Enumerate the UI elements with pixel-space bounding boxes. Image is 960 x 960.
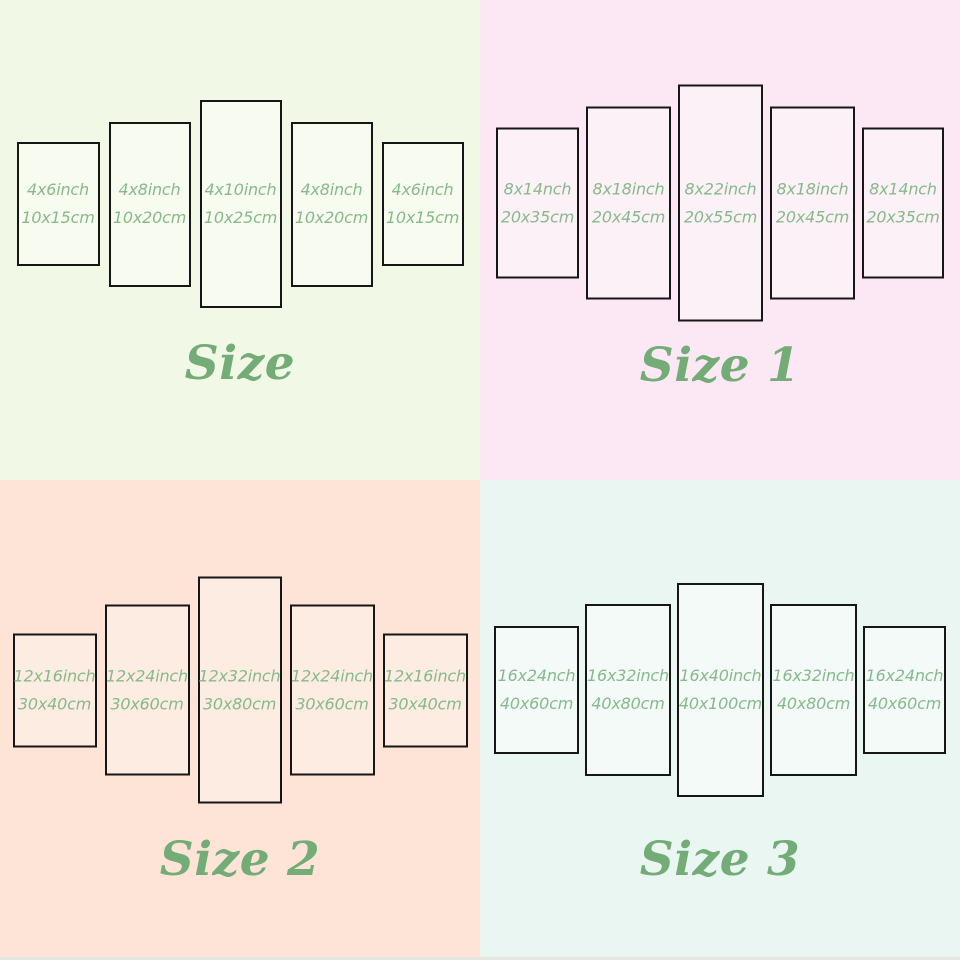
- panel-size-label: 8x14nch 20x35cm: [866, 175, 939, 230]
- quadrant-size-2: 12x16inch 30x40cm 12x24inch 30x60cm 12x32inc…: [0, 480, 480, 960]
- quadrant-title: Size 3: [639, 832, 801, 887]
- panel-row: 4x6inch 10x15cm 4x8inch 10x20cm 4x10inch 10x2…: [0, 100, 480, 308]
- panel-size-inch: 8x14nch: [869, 179, 937, 199]
- panel-size-inch: 16x24nch: [497, 666, 576, 686]
- quadrant-size-3: 16x24nch 40x60cm 16x32inch 40x80cm 16x40inch…: [480, 480, 960, 960]
- quadrant-title: Size: [184, 336, 296, 391]
- panel-size-cm: 20x45cm: [591, 207, 666, 226]
- canvas-panel: 12x24inch 30x60cm: [289, 604, 375, 776]
- panel-size-cm: 10x25cm: [203, 208, 278, 227]
- panel-size-label: 8x14nch 20x35cm: [501, 175, 574, 230]
- panel-size-inch: 12x16inch: [384, 666, 466, 686]
- panel-size-inch: 16x32inch: [772, 666, 855, 686]
- panel-size-inch: 4x6inch: [391, 180, 454, 200]
- canvas-panel: 16x24nch 40x60cm: [863, 626, 946, 754]
- panel-size-label: 8x22inch 20x55cm: [684, 175, 757, 230]
- panel-size-cm: 40x60cm: [499, 694, 574, 713]
- panel-size-inch: 12x32inch: [198, 666, 281, 686]
- panel-size-label: 8x18inch 20x45cm: [592, 175, 665, 230]
- panel-size-inch: 4x8inch: [300, 180, 363, 200]
- panel-size-cm: 20x55cm: [683, 207, 758, 226]
- panel-size-inch: 12x24inch: [291, 666, 373, 686]
- panel-row: 8x14nch 20x35cm 8x18inch 20x45cm 8x22inch 20x…: [480, 84, 960, 322]
- canvas-panel: 16x32inch 40x80cm: [770, 604, 857, 776]
- canvas-panel: 8x14nch 20x35cm: [496, 127, 579, 279]
- panel-size-inch: 8x18inch: [776, 179, 849, 199]
- panel-size-cm: 30x60cm: [295, 694, 369, 713]
- panel-size-cm: 10x15cm: [21, 208, 95, 227]
- panel-size-inch: 4x6inch: [27, 180, 89, 200]
- panel-size-cm: 30x80cm: [202, 694, 277, 713]
- panel-size-label: 16x32inch 40x80cm: [587, 662, 669, 717]
- panel-size-cm: 10x20cm: [294, 208, 369, 227]
- canvas-panel: 4x8inch 10x20cm: [108, 121, 191, 287]
- panel-size-cm: 40x60cm: [867, 694, 942, 713]
- panel-size-cm: 30x60cm: [110, 694, 184, 713]
- panel-row: 12x16inch 30x40cm 12x24inch 30x60cm 12x32inc…: [0, 576, 480, 804]
- panel-size-label: 4x8inch 10x20cm: [295, 176, 368, 231]
- panel-size-label: 12x24inch 30x60cm: [106, 662, 188, 717]
- canvas-panel: 16x40inch 40x100cm: [677, 583, 764, 797]
- panel-size-inch: 4x10inch: [204, 180, 277, 200]
- panel-size-cm: 40x100cm: [678, 694, 763, 713]
- panel-size-inch: 4x8inch: [118, 180, 181, 200]
- panel-size-cm: 40x80cm: [776, 694, 851, 713]
- panel-size-label: 12x32inch 30x80cm: [199, 662, 281, 717]
- image-bottom-edge: [0, 957, 960, 960]
- panel-size-inch: 8x18inch: [592, 179, 665, 199]
- panel-size-cm: 40x80cm: [591, 694, 665, 713]
- panel-size-label: 12x16inch 30x40cm: [384, 662, 466, 717]
- panel-size-cm: 30x40cm: [388, 694, 462, 713]
- panel-size-label: 4x6inch 10x15cm: [386, 176, 459, 231]
- canvas-panel: 8x18inch 20x45cm: [770, 106, 855, 300]
- panel-size-label: 16x24nch 40x60cm: [498, 662, 576, 717]
- panel-size-label: 12x16inch 30x40cm: [14, 662, 96, 717]
- panel-size-inch: 8x14nch: [503, 179, 572, 199]
- panel-size-label: 16x32inch 40x80cm: [773, 662, 855, 717]
- panel-size-label: 12x24inch 30x60cm: [291, 662, 373, 717]
- panel-size-inch: 16x32inch: [587, 666, 669, 686]
- canvas-panel: 16x32inch 40x80cm: [585, 604, 671, 776]
- canvas-panel: 4x10inch 10x25cm: [199, 100, 282, 308]
- canvas-panel: 8x14nch 20x35cm: [862, 127, 944, 279]
- panel-size-cm: 10x20cm: [112, 208, 187, 227]
- panel-size-inch: 8x22inch: [684, 179, 757, 199]
- panel-size-cm: 20x45cm: [775, 207, 850, 226]
- canvas-panel: 4x6inch 10x15cm: [16, 142, 100, 266]
- canvas-panel: 8x18inch 20x45cm: [586, 106, 671, 300]
- quadrant-title: Size 1: [639, 338, 801, 393]
- canvas-panel: 8x22inch 20x55cm: [678, 84, 763, 322]
- panel-row: 16x24nch 40x60cm 16x32inch 40x80cm 16x40inch…: [480, 583, 960, 797]
- panel-size-label: 16x24nch 40x60cm: [866, 662, 944, 717]
- canvas-panel: 12x24inch 30x60cm: [104, 604, 190, 776]
- canvas-panel: 16x24nch 40x60cm: [494, 626, 579, 754]
- panel-size-cm: 10x15cm: [385, 208, 460, 227]
- quadrant-title: Size 2: [159, 832, 321, 887]
- quadrant-size: 4x6inch 10x15cm 4x8inch 10x20cm 4x10inch 10x2…: [0, 0, 480, 480]
- panel-size-cm: 30x40cm: [17, 694, 92, 713]
- panel-size-label: 4x6inch 10x15cm: [21, 176, 94, 231]
- panel-size-inch: 12x16inch: [13, 666, 96, 686]
- panel-size-cm: 20x35cm: [866, 207, 940, 226]
- panel-size-inch: 16x24nch: [865, 666, 944, 686]
- canvas-panel: 12x16inch 30x40cm: [382, 633, 468, 747]
- quadrant-size-1: 8x14nch 20x35cm 8x18inch 20x45cm 8x22inch 20x…: [480, 0, 960, 480]
- panel-size-inch: 16x40inch: [679, 666, 762, 686]
- panel-size-label: 16x40inch 40x100cm: [679, 662, 762, 717]
- panel-size-inch: 12x24inch: [106, 666, 188, 686]
- canvas-panel: 12x32inch 30x80cm: [197, 576, 282, 804]
- canvas-panel: 4x6inch 10x15cm: [381, 142, 464, 266]
- panel-size-label: 4x8inch 10x20cm: [113, 176, 186, 231]
- canvas-panel: 4x8inch 10x20cm: [290, 121, 373, 287]
- panel-size-cm: 20x35cm: [500, 207, 575, 226]
- panel-size-label: 8x18inch 20x45cm: [776, 175, 849, 230]
- canvas-panel: 12x16inch 30x40cm: [12, 633, 97, 747]
- panel-size-label: 4x10inch 10x25cm: [204, 176, 277, 231]
